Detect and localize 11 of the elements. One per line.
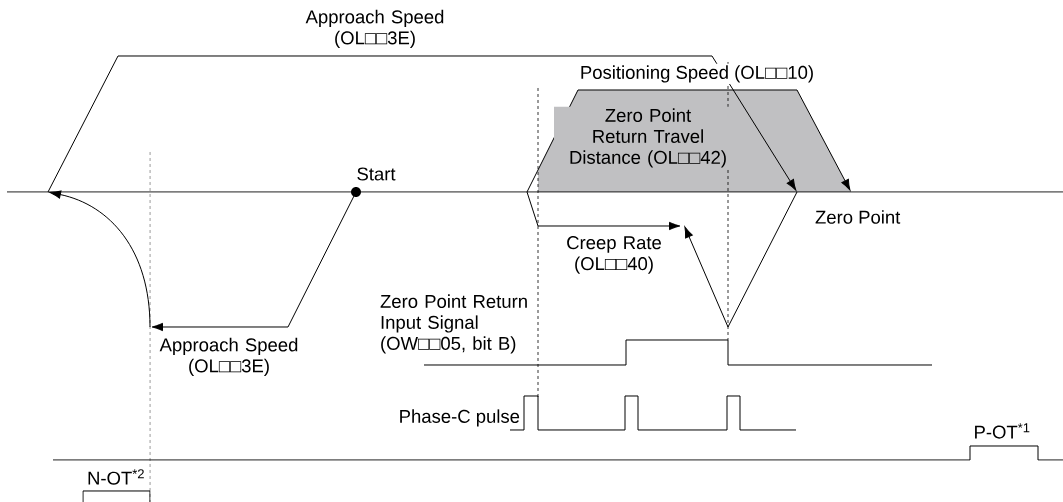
point-label: Zero Point: [815, 210, 901, 224]
signal-label: N-OT$^{*2}$: [88, 469, 144, 485]
signal-label: Phase-C pulse: [400, 409, 520, 427]
signal-label: P-OT$^{*1}$: [975, 423, 1030, 439]
signal-label: Zero Point Return Input Signal (OW□□05, bit B): [380, 294, 527, 354]
point-label: Start: [354, 165, 398, 183]
distance-label: Zero Point Return Travel Distance (OL□□42): [554, 106, 742, 170]
speed-label: Positioning Speed (OL□□10): [578, 63, 816, 85]
speed-label: Creep Rate (OL□□40): [567, 236, 661, 274]
speed-label: Approach Speed (OL□□3E): [159, 337, 298, 377]
speed-label: Approach Speed (OL□□3E): [305, 9, 444, 49]
